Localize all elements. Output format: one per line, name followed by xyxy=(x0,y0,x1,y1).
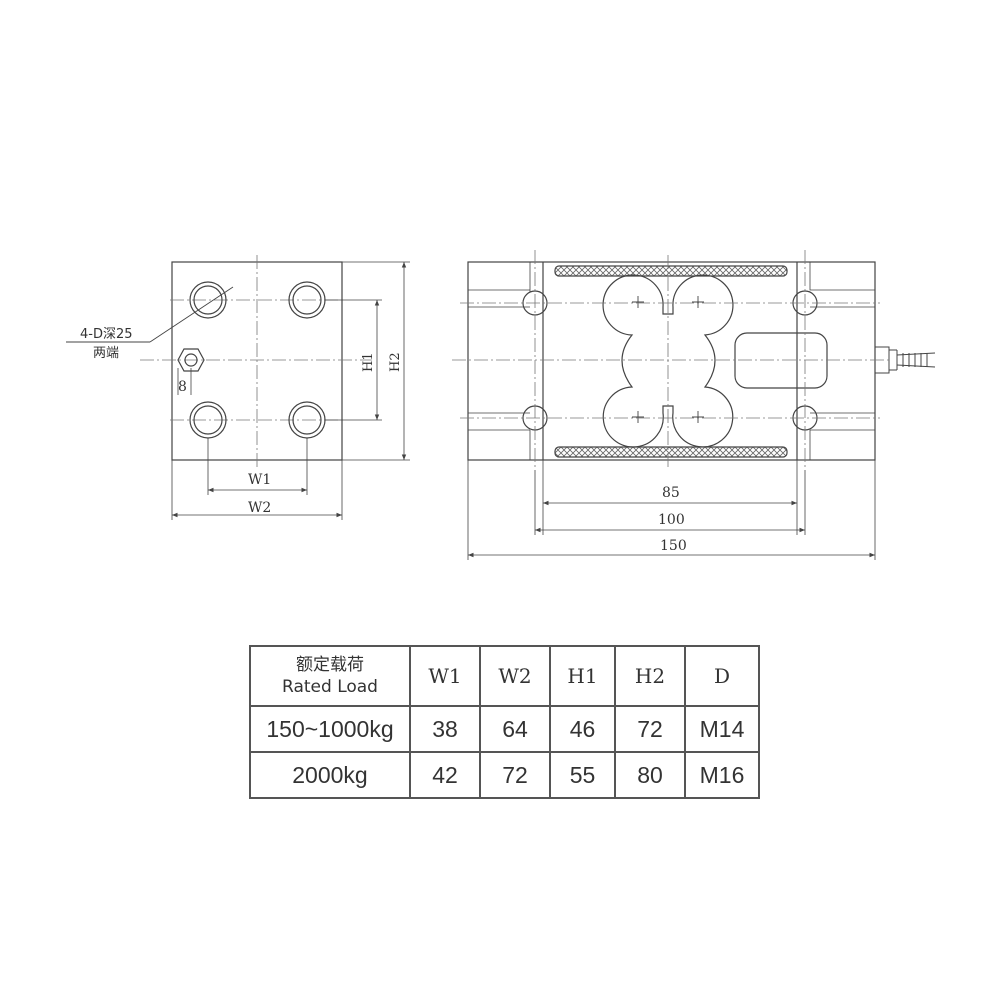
header-rated-load-en: Rated Load xyxy=(282,677,378,697)
header-rated-load-cn: 额定载荷 xyxy=(296,655,364,675)
w1-dimension-label: W1 xyxy=(248,472,271,488)
cell-h1: 46 xyxy=(549,705,616,753)
specification-table: 额定载荷 Rated Load W1 W2 H1 H2 D 150~1000kg… xyxy=(249,645,760,799)
cell-h2: 80 xyxy=(614,751,686,799)
cell-d: M16 xyxy=(684,751,760,799)
end-view xyxy=(66,255,410,520)
technical-drawing: 4-D深25 两端 8 W1 W2 H1 H2 xyxy=(66,250,936,560)
cell-w1: 42 xyxy=(409,751,481,799)
w2-dimension-label: W2 xyxy=(248,500,271,516)
h1-dimension-label: H1 xyxy=(361,352,376,372)
row-load: 150~1000kg xyxy=(249,705,411,753)
header-w2: W2 xyxy=(479,645,551,707)
label-window xyxy=(734,332,828,389)
side-view xyxy=(452,250,936,560)
cell-d: M14 xyxy=(684,705,760,753)
hole-note-line2: 两端 xyxy=(93,346,119,361)
cell-h2: 72 xyxy=(614,705,686,753)
table-header-row: 额定载荷 Rated Load W1 W2 H1 H2 D xyxy=(249,645,760,707)
header-h2: H2 xyxy=(614,645,686,707)
gauge-cutout xyxy=(602,274,734,448)
dimension-100-label: 100 xyxy=(658,512,685,528)
header-w1: W1 xyxy=(409,645,481,707)
cell-w2: 64 xyxy=(479,705,551,753)
dimension-150-label: 150 xyxy=(660,538,687,554)
mounting-hole xyxy=(189,281,227,319)
header-h1: H1 xyxy=(549,645,616,707)
cell-h1: 55 xyxy=(549,751,616,799)
table-row: 150~1000kg 38 64 46 72 M14 xyxy=(249,705,760,753)
cell-w1: 38 xyxy=(409,705,481,753)
header-rated-load: 额定载荷 Rated Load xyxy=(249,645,411,707)
top-cover-strip xyxy=(554,265,788,277)
table-row: 2000kg 42 72 55 80 M16 xyxy=(249,751,760,799)
dimension-85-label: 85 xyxy=(662,485,680,501)
h2-dimension-label: H2 xyxy=(388,352,403,372)
hole-note-line1: 4-D深25 xyxy=(80,327,133,342)
cable-gland-hex xyxy=(177,348,205,372)
bottom-cover-strip xyxy=(554,446,788,458)
header-d: D xyxy=(684,645,760,707)
row-load: 2000kg xyxy=(249,751,411,799)
cell-w2: 72 xyxy=(479,751,551,799)
offset-dimension-label: 8 xyxy=(178,379,187,395)
